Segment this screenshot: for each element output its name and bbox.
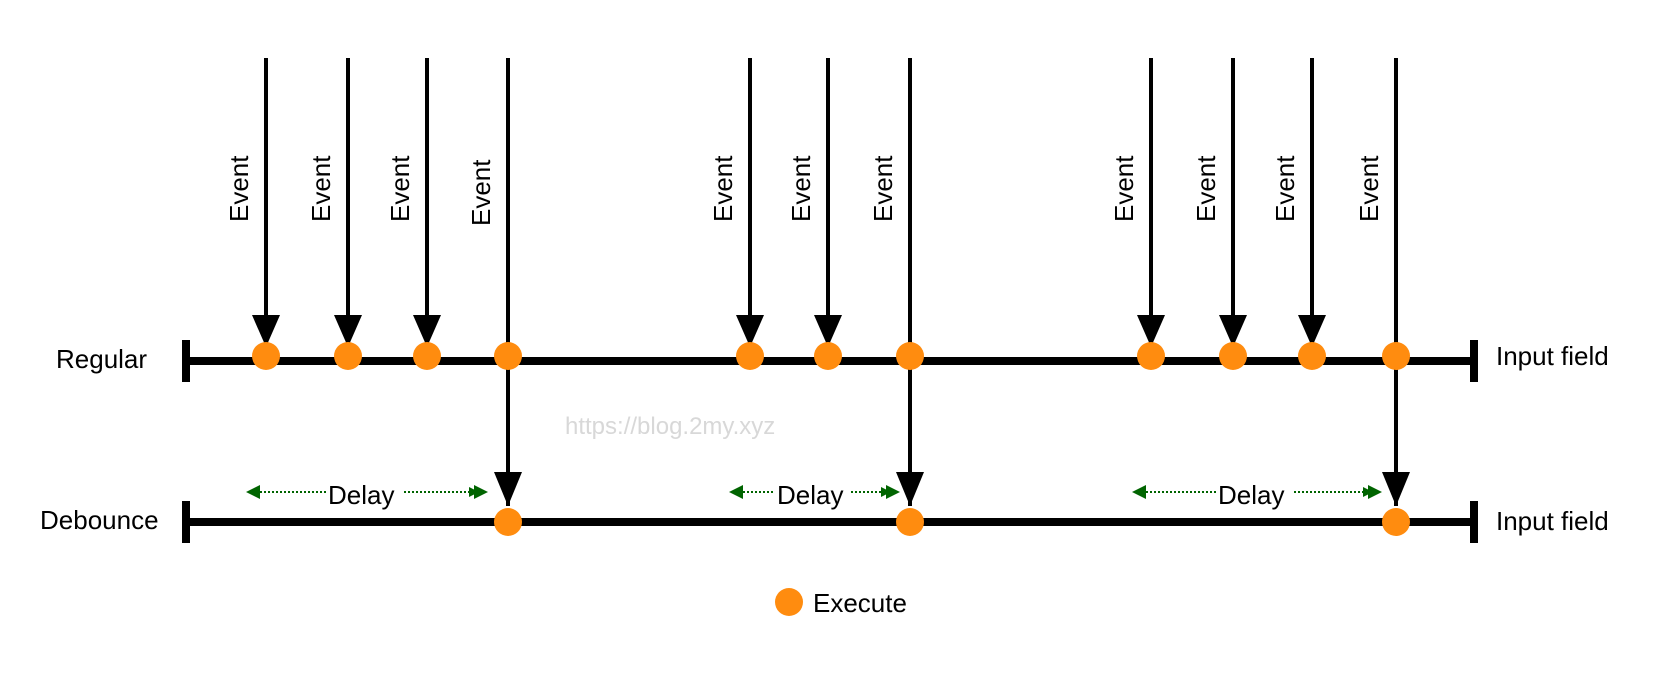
delay-label: Delay <box>328 480 394 510</box>
delay-label-background <box>775 480 851 510</box>
watermark: https://blog.2my.xyz <box>565 413 775 440</box>
regular-end-label: Input field <box>1496 341 1609 371</box>
events-layer: Event Event Event Event Event Event Event Event… <box>224 58 1410 506</box>
event-arrow <box>1298 58 1326 347</box>
regular-execute-dot <box>1219 342 1247 370</box>
debounce-row-label: Debounce <box>40 505 159 535</box>
regular-execute-dot <box>896 342 924 370</box>
event-arrow <box>252 58 280 347</box>
regular-execute-dot <box>736 342 764 370</box>
debounce-execute-dot <box>896 508 924 536</box>
event-label: Event <box>466 159 496 226</box>
event-label: Event <box>786 155 816 222</box>
event-label: Event <box>868 155 898 222</box>
event-label: Event <box>1109 155 1139 222</box>
event-arrow <box>736 58 764 347</box>
debounce-execute-dot <box>1382 508 1410 536</box>
execute-dots-layer <box>252 342 1410 536</box>
delay-arrow <box>246 485 488 499</box>
regular-execute-dot <box>1382 342 1410 370</box>
regular-row-label: Regular <box>56 344 147 374</box>
event-label: Event <box>1191 155 1221 222</box>
event-label: Event <box>224 155 254 222</box>
event-label: Event <box>1270 155 1300 222</box>
delay-arrow <box>729 485 900 499</box>
event-label: Event <box>306 155 336 222</box>
delay-arrow <box>1132 485 1382 499</box>
delay-label-background <box>1216 480 1292 510</box>
legend-execute-label: Execute <box>813 588 907 618</box>
delays-layer: Delay Delay Delay <box>246 480 1382 510</box>
debounce-end-label: Input field <box>1496 506 1609 536</box>
event-label: Event <box>385 155 415 222</box>
event-arrow <box>1382 58 1410 506</box>
debounce-timeline <box>182 501 1478 543</box>
legend: Execute <box>775 588 907 618</box>
delay-label: Delay <box>1218 480 1284 510</box>
event-arrow <box>1137 58 1165 347</box>
regular-execute-dot <box>252 342 280 370</box>
event-arrow <box>494 58 522 506</box>
regular-execute-dot <box>334 342 362 370</box>
delay-label: Delay <box>777 480 843 510</box>
event-arrow <box>1219 58 1247 347</box>
regular-execute-dot <box>1137 342 1165 370</box>
debounce-execute-dot <box>494 508 522 536</box>
event-arrow <box>896 58 924 506</box>
event-label: Event <box>708 155 738 222</box>
regular-execute-dot <box>1298 342 1326 370</box>
event-arrow <box>413 58 441 347</box>
regular-execute-dot <box>814 342 842 370</box>
legend-execute-dot <box>775 588 803 616</box>
event-arrow <box>334 58 362 347</box>
regular-execute-dot <box>494 342 522 370</box>
event-arrow <box>814 58 842 347</box>
event-label: Event <box>1354 155 1384 222</box>
regular-execute-dot <box>413 342 441 370</box>
delay-label-background <box>326 480 402 510</box>
